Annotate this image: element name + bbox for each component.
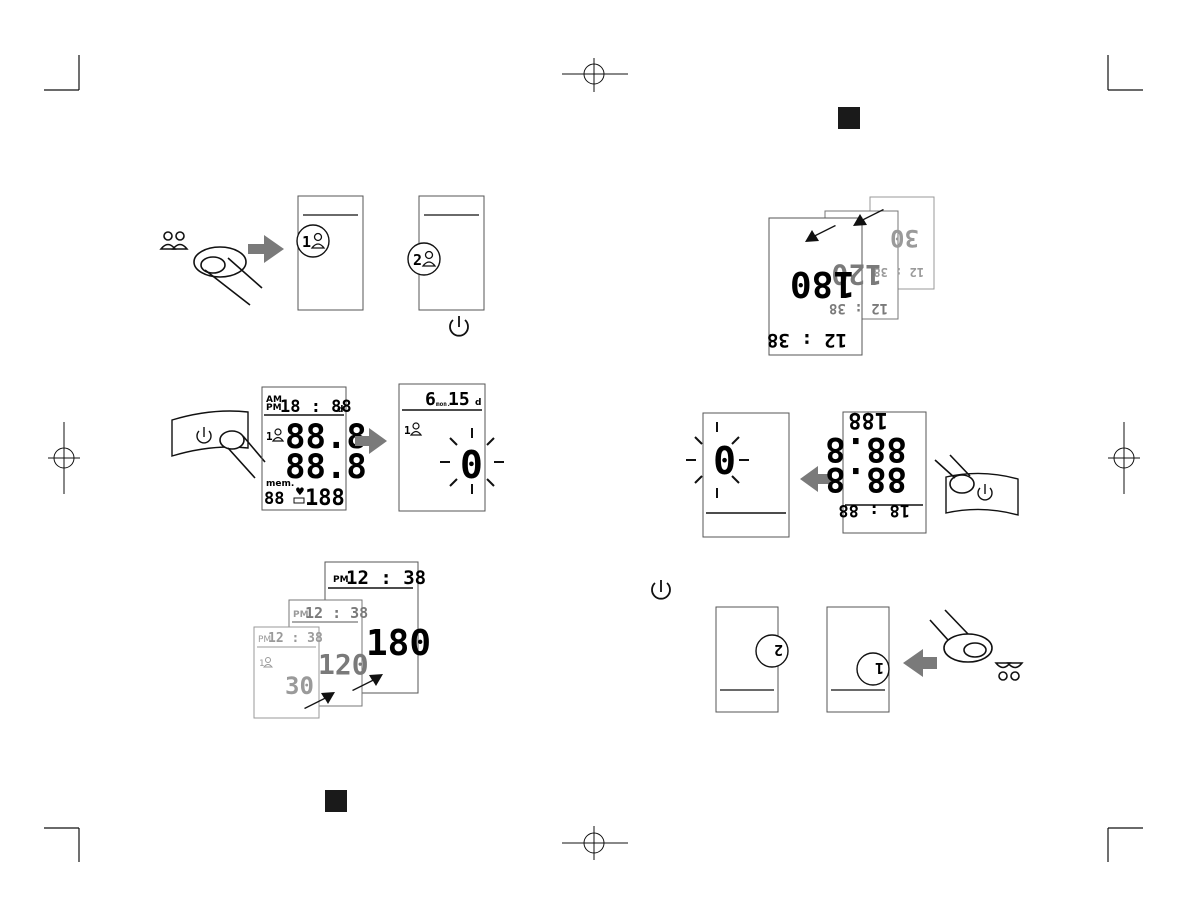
user-select-step: 1 2 <box>159 195 485 337</box>
r-user1-badge <box>856 652 890 686</box>
test-pulse: 188 <box>305 486 345 511</box>
r-arrow-left-icon-2 <box>903 649 937 677</box>
memory-readings-step: PM 12 : 38 PM 12 : 38 PM 12 : 38 1 30 12… <box>253 561 431 719</box>
user1-badge-label: 1 <box>302 233 311 251</box>
finger-icon-2 <box>219 430 266 479</box>
r-arrow-left-icon <box>800 466 832 492</box>
mem-count: 88 <box>264 489 284 509</box>
finger-icon <box>193 246 263 306</box>
card-180-time: 12 : 38 <box>346 567 426 589</box>
left-page-number-box <box>325 790 347 812</box>
r-time-180: 12 : 38 <box>767 329 847 351</box>
arrow-diag-icon-2 <box>352 674 383 691</box>
crop-marks <box>44 55 1143 862</box>
heart-icon: ♥ <box>296 485 304 500</box>
r-arrow-diag-icon <box>853 209 884 226</box>
person-icon-2 <box>421 250 437 267</box>
user2-badge <box>407 242 441 276</box>
r-test-pulse: 188 <box>848 407 888 432</box>
r-user-button-icon <box>994 662 1024 681</box>
r-time-30: 12 : 38 <box>873 265 924 279</box>
r-test-screen <box>842 411 927 534</box>
right-page-number-box <box>838 107 860 129</box>
r-user2-badge <box>755 634 789 668</box>
date-day-unit: d <box>475 398 481 408</box>
r-zero-reading: 0 <box>713 437 736 481</box>
registration-marks <box>48 58 1140 860</box>
arrow-right-icon-2 <box>355 428 387 454</box>
date-value-month: 6 <box>425 389 436 410</box>
r-user1-label: 1 <box>875 659 884 677</box>
user2-badge-label: 2 <box>413 251 422 269</box>
svg-text:1: 1 <box>259 659 264 669</box>
test-sys: 88.8 <box>285 417 367 457</box>
reading-30: 30 <box>285 672 314 700</box>
r-user2-label: 2 <box>774 641 783 659</box>
r-finger-icon-2 <box>929 609 993 663</box>
card-30 <box>253 626 320 719</box>
svg-text:PM: PM <box>266 403 282 413</box>
rotated-power-on-step: 0 88.8 88.8 188 18 : 88 <box>686 407 1019 538</box>
r-test-dia: 88.8 <box>825 429 907 469</box>
r-arrow-diag-icon-2 <box>805 225 836 242</box>
zero-reading: 0 <box>460 443 483 487</box>
r-blink-rays <box>686 422 749 498</box>
r-test-date: 18 : 88 <box>838 500 910 520</box>
card-30-time: 12 : 38 <box>268 631 323 646</box>
test-date: 18 : 88 <box>280 397 352 417</box>
reading-120: 120 <box>318 648 369 681</box>
rotated-user-select-step: 2 1 <box>651 580 1024 713</box>
r-test-sys: 88.8 <box>825 459 907 499</box>
r-finger-icon <box>934 454 975 494</box>
svg-text:1: 1 <box>266 430 273 443</box>
r-reading-120: 120 <box>831 258 882 291</box>
test-day-unit: d <box>337 405 343 415</box>
blink-rays <box>440 428 504 494</box>
power-icon <box>449 316 469 337</box>
r-zero-screen <box>702 412 790 538</box>
zero-display-screen <box>398 383 486 512</box>
date-value-day: 15 <box>448 389 470 410</box>
svg-text:1: 1 <box>404 424 411 437</box>
mem-label: mem. <box>266 479 294 489</box>
svg-text:AM: AM <box>266 395 282 405</box>
card-120-time: 12 : 38 <box>305 604 368 622</box>
reading-180: 180 <box>366 623 431 664</box>
r-power-icon <box>651 580 671 600</box>
r-reading-30: 30 <box>890 224 919 252</box>
user1-badge <box>296 224 330 258</box>
test-dia: 88.8 <box>285 447 367 487</box>
rotated-memory-readings: 30 12 : 38 120 12 : 38 180 12 : 38 <box>767 196 935 356</box>
svg-text:PM: PM <box>258 635 271 645</box>
svg-text:PM: PM <box>293 610 309 620</box>
svg-text:PM: PM <box>333 575 349 585</box>
user1-screen <box>297 195 364 311</box>
arrow-diag-icon <box>304 692 335 709</box>
arrow-right-icon <box>248 235 284 263</box>
date-mon-label: mon. <box>436 401 450 408</box>
r-user1-screen <box>826 606 890 713</box>
r-time-120: 12 : 38 <box>829 300 888 316</box>
person-icon <box>310 232 326 249</box>
user-button-icon <box>159 231 189 250</box>
test-display-screen <box>261 386 347 511</box>
r-reading-180: 180 <box>790 263 855 304</box>
